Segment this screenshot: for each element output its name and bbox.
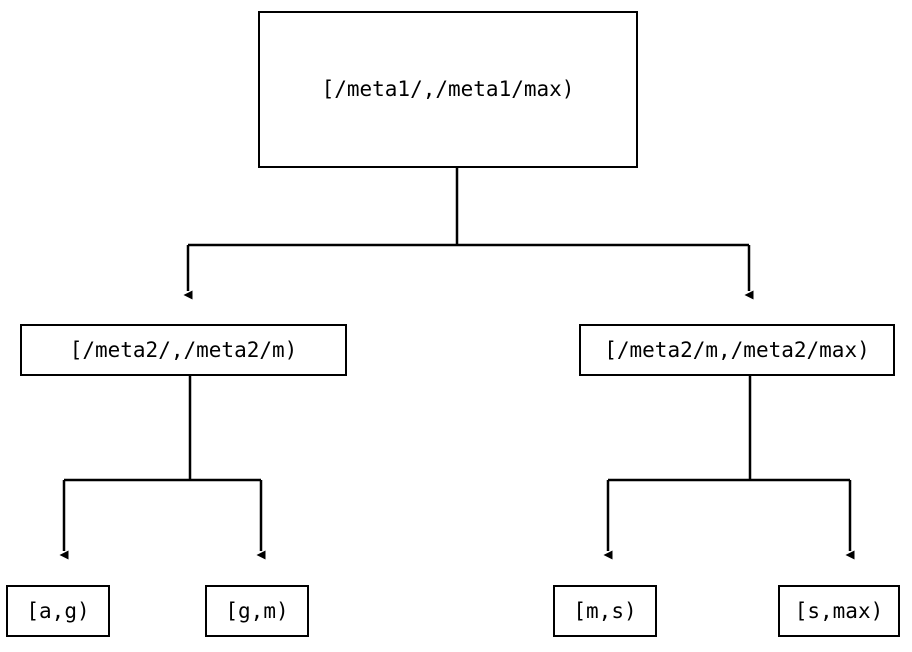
node-leaf-ag-label: [a,g) bbox=[26, 598, 90, 623]
node-leaf-smax-label: [s,max) bbox=[794, 598, 884, 623]
node-root-label: [/meta1/,/meta1/max) bbox=[321, 77, 575, 101]
node-leaf-ms-label: [m,s) bbox=[573, 598, 637, 623]
node-leaf-gm-label: [g,m) bbox=[225, 598, 289, 623]
node-meta2-low[interactable]: [/meta2/,/meta2/m) bbox=[20, 324, 347, 376]
node-leaf-ag[interactable]: [a,g) bbox=[6, 585, 110, 637]
node-meta2-high[interactable]: [/meta2/m,/meta2/max) bbox=[579, 324, 895, 376]
node-leaf-smax[interactable]: [s,max) bbox=[778, 585, 900, 637]
node-root[interactable]: [/meta1/,/meta1/max) bbox=[258, 11, 638, 168]
node-meta2-high-label: [/meta2/m,/meta2/max) bbox=[604, 337, 870, 362]
node-leaf-gm[interactable]: [g,m) bbox=[205, 585, 309, 637]
node-meta2-low-label: [/meta2/,/meta2/m) bbox=[69, 337, 298, 362]
node-leaf-ms[interactable]: [m,s) bbox=[553, 585, 657, 637]
